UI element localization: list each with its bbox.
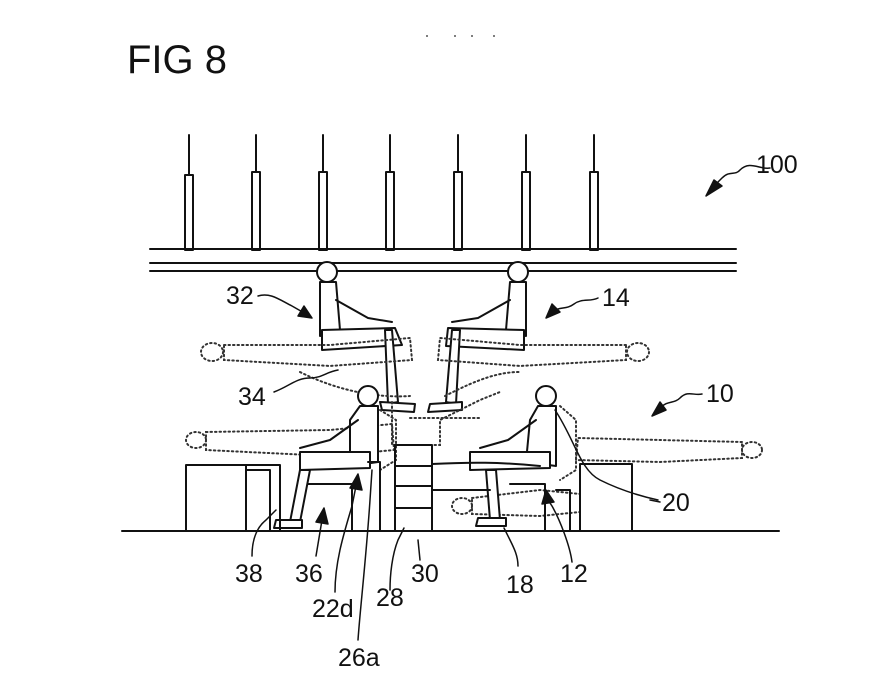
center-console [391, 391, 501, 446]
ceiling-beams [149, 248, 737, 272]
label-26a: 26a [338, 644, 380, 672]
lower-seated-passenger-right [469, 385, 577, 527]
upper-seated-passenger-left [316, 261, 416, 413]
center-cabinet [394, 444, 541, 532]
label-100: 100 [756, 151, 798, 179]
label-10: 10 [706, 380, 734, 408]
label-30: 30 [411, 560, 439, 588]
label-32: 32 [226, 282, 254, 310]
label-14: 14 [602, 284, 630, 312]
figure-title: FIG 8 [127, 38, 227, 82]
leader-lines [251, 164, 771, 641]
cable-20 [554, 409, 659, 501]
reclined-passengers-upper [200, 336, 650, 398]
scan-specks [426, 35, 495, 37]
label-28: 28 [376, 584, 404, 612]
overhead-hangers [184, 134, 599, 251]
lower-seated-passenger-left [273, 385, 397, 529]
label-34: 34 [238, 383, 266, 411]
label-18: 18 [506, 571, 534, 599]
label-12: 12 [560, 560, 588, 588]
label-22d: 22d [312, 595, 354, 623]
seat-boxes [185, 461, 633, 532]
upper-seated-passenger-right [427, 261, 529, 413]
label-38: 38 [235, 560, 263, 588]
label-36: 36 [295, 560, 323, 588]
label-20: 20 [662, 489, 690, 517]
